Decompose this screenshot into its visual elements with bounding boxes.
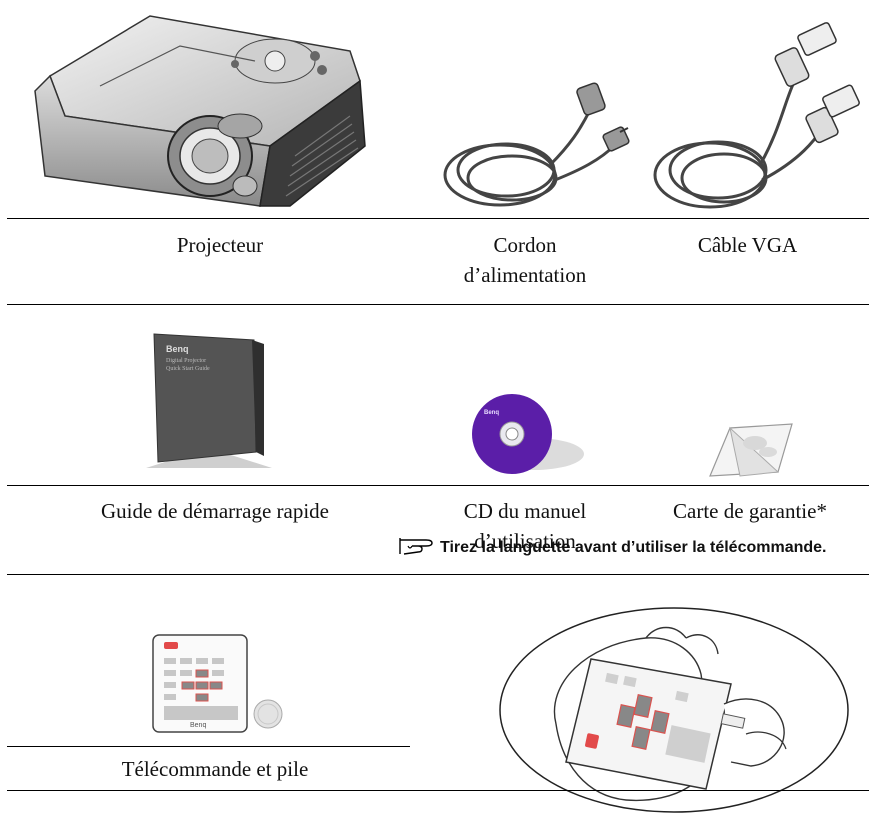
row2-bottom-rule bbox=[7, 574, 869, 575]
remote-control-image: Benq bbox=[152, 634, 292, 734]
warranty-card-label: Carte de garantie* bbox=[673, 499, 827, 523]
quick-start-guide-label: Guide de démarrage rapide bbox=[101, 499, 329, 523]
booklet-subtitle: Quick Start Guide bbox=[166, 366, 210, 372]
row2-top-rule bbox=[7, 485, 869, 486]
remote-label: Télécommande et pile bbox=[121, 757, 309, 781]
remote-tab-illustration bbox=[499, 607, 849, 813]
warranty-card-image bbox=[709, 423, 793, 477]
vga-cable-label: Câble VGA bbox=[697, 233, 798, 257]
power-cord-label: Cordon d’alimentation bbox=[463, 233, 587, 287]
booklet-title: Digital Projector bbox=[166, 358, 207, 364]
pointing-hand-icon bbox=[399, 538, 433, 555]
cd-label: CD du manuel d’utilisation bbox=[463, 499, 587, 553]
booklet-brand: Benq bbox=[166, 344, 189, 354]
remote-brand: Benq bbox=[190, 722, 207, 729]
vga-cable-image bbox=[653, 22, 860, 209]
row1-top-rule bbox=[7, 218, 869, 219]
projector-label: Projecteur bbox=[176, 233, 264, 257]
row3-bottom-rule bbox=[7, 790, 869, 791]
power-cord-image bbox=[443, 82, 630, 207]
projector-image bbox=[34, 15, 366, 207]
remote-tab-note: Tirez la languette avant d’utiliser la t… bbox=[440, 539, 827, 556]
quick-start-guide-image: Benq Digital Projector Quick Start Guide bbox=[144, 330, 274, 472]
cd-brand: Benq bbox=[484, 410, 499, 416]
row1-bottom-rule bbox=[7, 304, 869, 305]
cd-image: Benq bbox=[466, 392, 586, 476]
row3-mid-rule bbox=[7, 746, 410, 747]
